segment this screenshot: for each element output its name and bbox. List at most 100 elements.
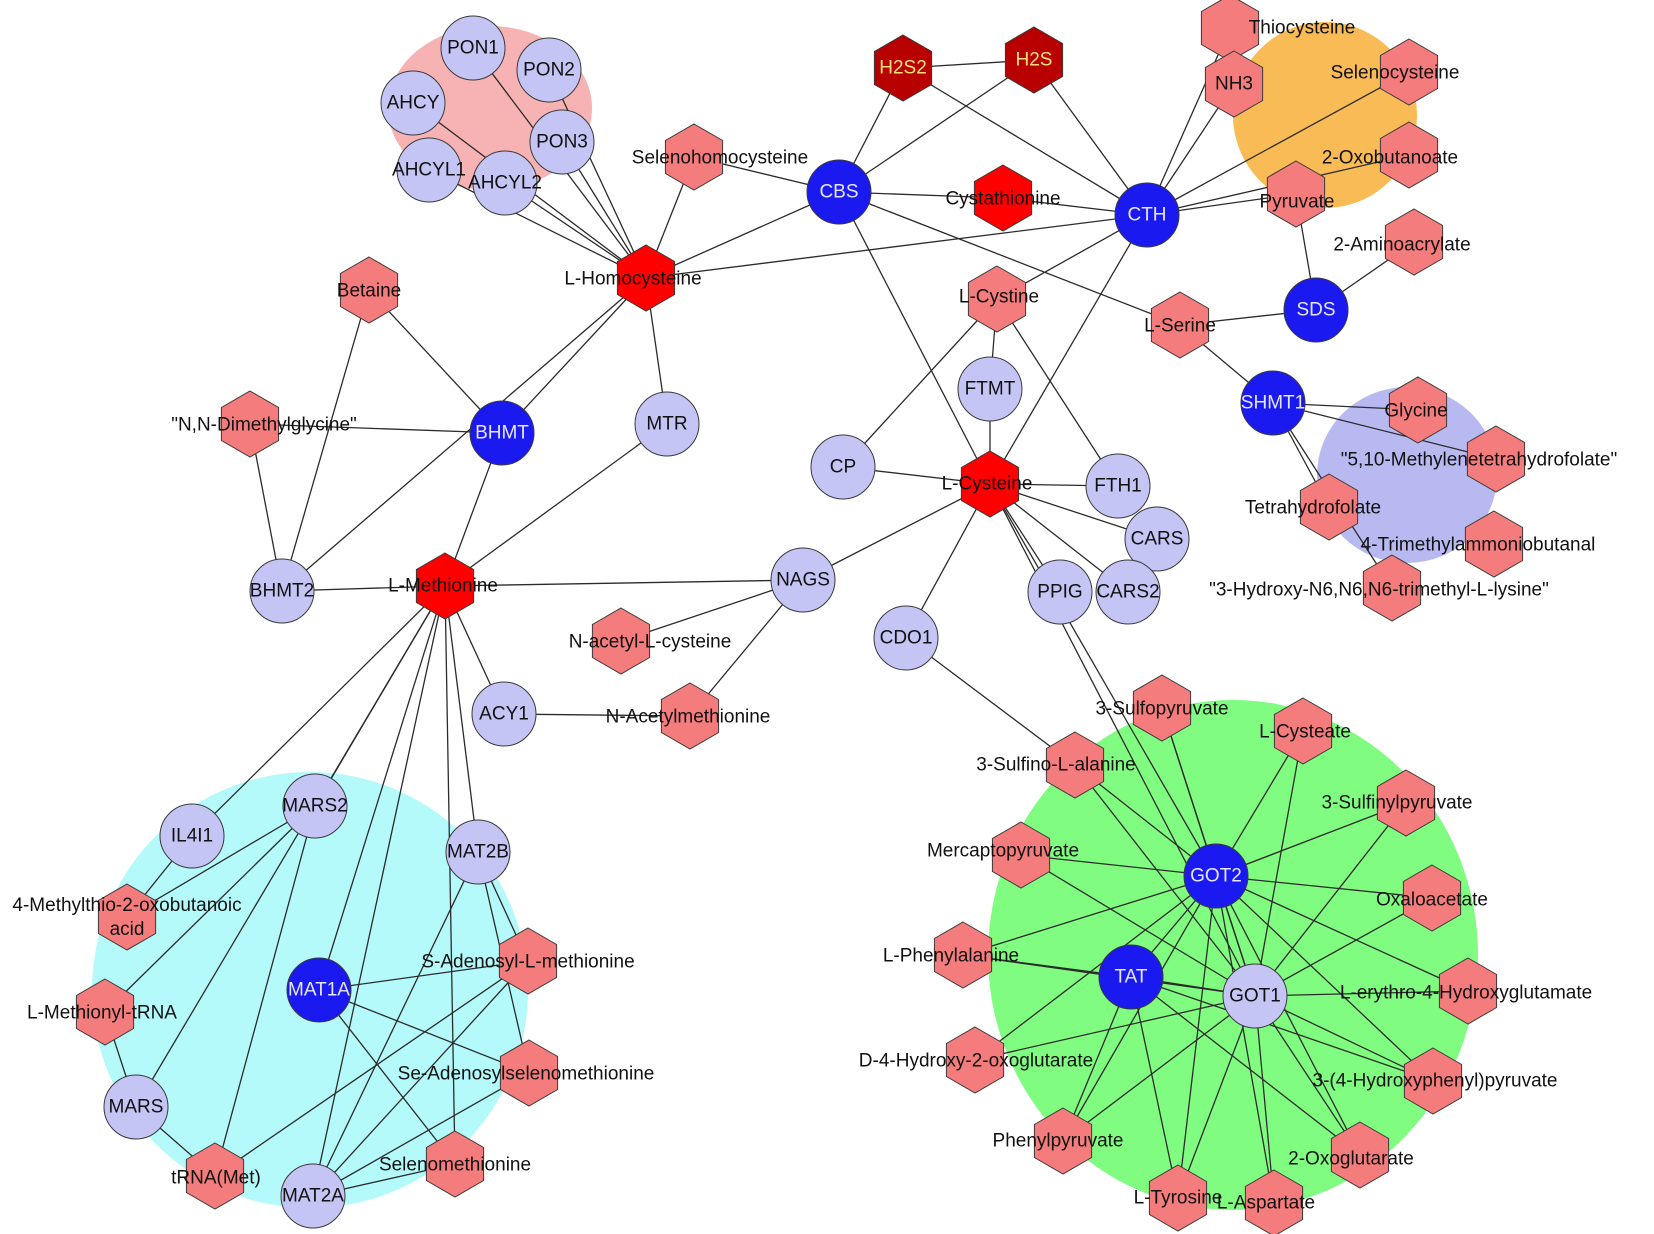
- node-ppig[interactable]: PPIG: [1027, 559, 1093, 625]
- node-2og[interactable]: 2-Oxoglutarate: [1288, 1121, 1414, 1189]
- node-nh3[interactable]: NH3: [1204, 50, 1264, 118]
- node-2-aminoacrylate[interactable]: 2-Aminoacrylate: [1333, 208, 1471, 276]
- node-2-oxobutanoate[interactable]: 2-Oxobutanoate: [1322, 121, 1458, 189]
- node-shmt1[interactable]: SHMT1: [1240, 370, 1306, 436]
- edge-GOT1-3SLP: [1254, 802, 1407, 997]
- label-sam: S-Adenosyl-L-methionine: [421, 952, 634, 973]
- node-bhmt2[interactable]: BHMT2: [249, 558, 315, 624]
- node-acy1[interactable]: ACY1: [471, 681, 537, 747]
- node-cbs[interactable]: CBS: [806, 159, 872, 225]
- metabolite-hexagon-dhog: [945, 1026, 1005, 1094]
- node-ahcy[interactable]: AHCY: [380, 70, 446, 136]
- node-3slp[interactable]: 3-Sulfinylpyruvate: [1321, 769, 1473, 837]
- node-glycine[interactable]: Glycine: [1384, 376, 1448, 444]
- edge-GOT1-Oxaloacetate: [1254, 897, 1433, 997]
- node-cdo1[interactable]: CDO1: [873, 605, 939, 671]
- node-cars[interactable]: CARS: [1124, 506, 1190, 572]
- node-sds[interactable]: SDS: [1283, 277, 1349, 343]
- node-cp[interactable]: CP: [810, 434, 876, 500]
- edge-CBS-L-Homocysteine: [645, 191, 840, 279]
- node-il4i1[interactable]: IL4I1: [159, 803, 225, 869]
- node-selenohomocysteine[interactable]: Selenohomocysteine: [632, 123, 808, 191]
- node-h2s[interactable]: H2S: [1004, 26, 1064, 94]
- node-l-homocysteine[interactable]: L-Homocysteine: [564, 244, 702, 312]
- node-selenomethionine[interactable]: Selenomethionine: [379, 1130, 531, 1198]
- label-dhog: D-4-Hydroxy-2-oxoglutarate: [859, 1051, 1093, 1072]
- label-glycine: Glycine: [1384, 401, 1447, 422]
- node-tat[interactable]: TAT: [1098, 944, 1164, 1010]
- node-hglu[interactable]: L-erythro-4-Hydroxyglutamate: [1340, 957, 1592, 1025]
- node-phe[interactable]: L-Phenylalanine: [883, 921, 1019, 989]
- metabolite-hexagon-hglu: [1438, 957, 1498, 1025]
- node-tetrahydrofolate[interactable]: Tetrahydrofolate: [1245, 473, 1381, 541]
- node-pyruvate[interactable]: Pyruvate: [1260, 160, 1335, 228]
- node-sam[interactable]: S-Adenosyl-L-methionine: [421, 927, 635, 995]
- gene-circle-pon1: [440, 15, 506, 81]
- node-l-cystine[interactable]: L-Cystine: [959, 265, 1039, 333]
- node-betaine[interactable]: Betaine: [337, 256, 401, 324]
- node-hpp[interactable]: 3-(4-Hydroxyphenyl)pyruvate: [1313, 1047, 1558, 1115]
- node-nac[interactable]: N-acetyl-L-cysteine: [569, 607, 732, 675]
- node-mat2a[interactable]: MAT2A: [280, 1163, 346, 1229]
- node-mtr[interactable]: MTR: [634, 391, 700, 457]
- node-nam[interactable]: N-Acetylmethionine: [606, 682, 771, 750]
- node-got1[interactable]: GOT1: [1222, 963, 1288, 1029]
- node-fth1[interactable]: FTH1: [1085, 453, 1151, 519]
- node-selenocysteine[interactable]: Selenocysteine: [1331, 38, 1460, 106]
- node-tyr[interactable]: L-Tyrosine: [1134, 1164, 1223, 1232]
- node-nags[interactable]: NAGS: [770, 547, 836, 613]
- node-html[interactable]: "3-Hydroxy-N6,N6,N6-trimethyl-L-lysine": [1209, 554, 1549, 622]
- node-cysteate[interactable]: L-Cysteate: [1259, 697, 1351, 765]
- node-pon2[interactable]: PON2: [516, 37, 582, 103]
- node-mthf[interactable]: "5,10-Methylenetetrahydrofolate": [1341, 425, 1617, 493]
- edge-MARS2-MettRNA: [104, 805, 316, 1013]
- node-mars[interactable]: MARS: [103, 1074, 169, 1140]
- node-dhog[interactable]: D-4-Hydroxy-2-oxoglutarate: [859, 1026, 1093, 1094]
- node-mars2[interactable]: MARS2: [282, 773, 348, 839]
- node-cystathionine[interactable]: Cystathionine: [945, 164, 1061, 232]
- edge-L-Cystine-CP: [842, 298, 998, 468]
- node-l-serine[interactable]: L-Serine: [1144, 291, 1216, 359]
- node-mettrna[interactable]: L-Methionyl-tRNA: [27, 978, 177, 1046]
- node-dmg[interactable]: "N,N-Dimethylglycine": [171, 390, 357, 458]
- node-ahcyl2[interactable]: AHCYL2: [468, 150, 542, 216]
- label-thiocysteine: Thiocysteine: [1249, 18, 1356, 39]
- edge-CDO1-3SA: [905, 637, 1076, 766]
- node-l-methionine[interactable]: L-Methionine: [388, 552, 498, 620]
- node-ahcyl1[interactable]: AHCYL1: [392, 137, 466, 203]
- node-phenylpyruvate[interactable]: Phenylpyruvate: [993, 1107, 1124, 1175]
- node-mat1a[interactable]: MAT1A: [286, 957, 352, 1023]
- node-mat2b[interactable]: MAT2B: [445, 819, 511, 885]
- node-got2[interactable]: GOT2: [1183, 843, 1249, 909]
- node-3sa[interactable]: 3-Sulfino-L-alanine: [976, 731, 1136, 799]
- metabolite-hexagon-html: [1362, 554, 1422, 622]
- node-bhmt[interactable]: BHMT: [469, 400, 535, 466]
- node-seam[interactable]: Se-Adenosylselenomethionine: [398, 1039, 655, 1107]
- node-pon3[interactable]: PON3: [529, 109, 595, 175]
- metabolite-hexagon-2-oxobutanoate: [1379, 121, 1439, 189]
- node-pon1[interactable]: PON1: [440, 15, 506, 81]
- node-mercaptopyruvate[interactable]: Mercaptopyruvate: [927, 821, 1079, 889]
- node-trnamet[interactable]: tRNA(Met): [171, 1142, 261, 1210]
- node-thiocysteine[interactable]: Thiocysteine: [1200, 0, 1356, 62]
- node-oxaloacetate[interactable]: Oxaloacetate: [1376, 864, 1488, 932]
- node-3sp[interactable]: 3-Sulfopyruvate: [1095, 674, 1229, 742]
- node-tmab[interactable]: 4-Trimethylammoniobutanal: [1361, 510, 1596, 578]
- node-cth[interactable]: CTH: [1114, 182, 1180, 248]
- metabolite-hexagon-l-methionine: [415, 552, 475, 620]
- gene-circle-shmt1: [1240, 370, 1306, 436]
- gene-circle-cars2: [1095, 559, 1161, 625]
- node-h2s2[interactable]: H2S2: [873, 34, 933, 102]
- node-ftmt[interactable]: FTMT: [957, 356, 1023, 422]
- node-l-cysteine[interactable]: L-Cysteine: [942, 450, 1033, 518]
- node-cars2[interactable]: CARS2: [1095, 559, 1161, 625]
- gene-circle-tat: [1098, 944, 1164, 1010]
- label-l-serine: L-Serine: [1144, 316, 1216, 337]
- node-asp[interactable]: L-Aspartate: [1217, 1169, 1315, 1234]
- edge-GOT1-Asp: [1254, 995, 1275, 1204]
- metabolite-hexagon-nac: [591, 607, 651, 675]
- metabolite-hexagon-cysteate: [1273, 697, 1333, 765]
- edge-H2S-CBS: [838, 59, 1035, 193]
